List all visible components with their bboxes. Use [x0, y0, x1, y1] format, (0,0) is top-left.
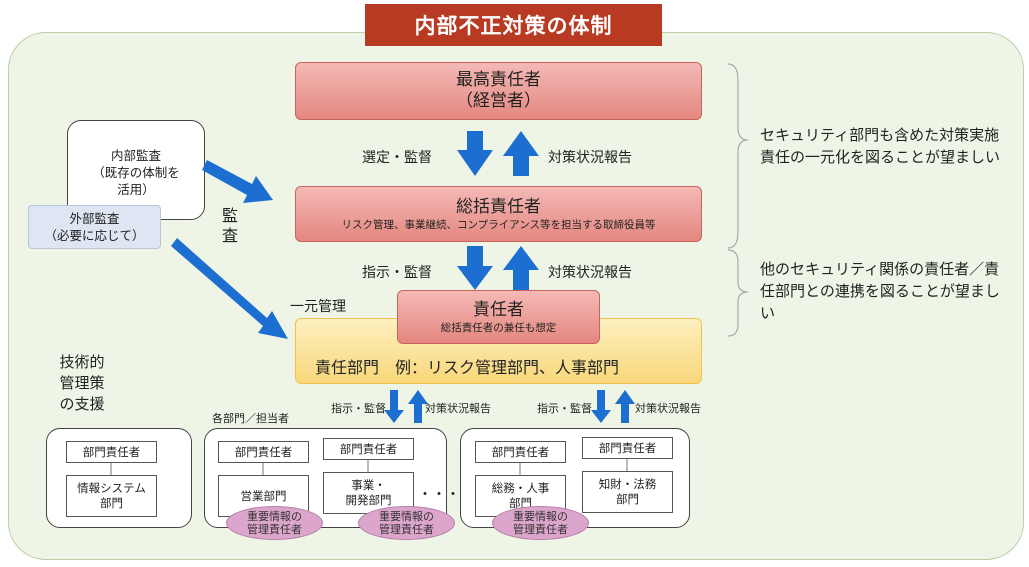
small-up-arrow-left [408, 390, 428, 423]
brace-upper [727, 63, 749, 249]
dept-legal-line2: 部門 [616, 492, 639, 506]
dept-info-system: 情報システム 部門 [66, 475, 157, 517]
responsible-department-label: 責任部門 例：リスク管理部門、人事部門 [315, 358, 620, 377]
general-manager-title: 総括責任者 [456, 196, 541, 217]
audit-label: 監査 [222, 206, 239, 245]
dept-head-sales: 部門責任者 [218, 441, 309, 463]
dept-head-general-affairs: 部門責任者 [475, 441, 566, 463]
top-executive-box: 最高責任者 （経営者） [295, 62, 702, 120]
ellipsis: ・・・ [418, 487, 460, 503]
external-audit-title: 外部監査 [69, 211, 120, 226]
dept-development-line1: 事業・ [351, 478, 386, 492]
oval-1-line2: 管理責任者 [247, 523, 302, 536]
up-arrow-report-middle [503, 246, 539, 290]
responsible-person-box: 責任者 総括責任者の兼任も想定 [397, 290, 600, 344]
dept-development-line2: 開発部門 [345, 493, 392, 507]
dept-info-system-line1: 情報システム [77, 481, 146, 495]
page-title: 内部不正対策の体制 [365, 4, 662, 46]
technical-support-line3: の支援 [59, 395, 105, 413]
each-department-label: 各部門／担当者 [212, 412, 289, 425]
brace-lower [727, 249, 749, 337]
dept-legal-line1: 知財・法務 [598, 477, 657, 491]
external-audit-desc: （必要に応じて） [44, 228, 145, 243]
down-arrow-instruct [457, 246, 493, 290]
top-executive-title: 最高責任者 [456, 70, 541, 90]
dept-head-legal: 部門責任者 [582, 437, 673, 459]
report-label-right: 対策状況報告 [635, 402, 701, 415]
info-manager-oval-1: 重要情報の 管理責任者 [226, 506, 323, 540]
oval-3-line1: 重要情報の [513, 510, 568, 523]
audit-arrow-upper [202, 160, 273, 203]
responsible-person-title: 責任者 [473, 299, 524, 320]
external-audit-box: 外部監査 （必要に応じて） [28, 205, 161, 249]
arrow-group [171, 131, 635, 423]
technical-support-line1: 技術的 [59, 353, 105, 371]
unified-management-label: 一元管理 [290, 299, 346, 315]
info-manager-oval-3: 重要情報の 管理責任者 [492, 506, 589, 540]
internal-audit-title: 内部監査 [110, 148, 161, 163]
oval-2-line2: 管理責任者 [379, 523, 434, 536]
report-label-middle: 対策状況報告 [548, 265, 632, 281]
dept-connectors [110, 459, 628, 475]
select-supervise-label: 選定・監督 [362, 150, 432, 166]
brace-group [727, 63, 749, 337]
general-manager-box: 総括責任者 リスク管理、事業継続、コンプライアンス等を担当する取締役員等 [295, 186, 702, 242]
dept-general-affairs-line1: 総務・人事 [491, 481, 550, 495]
small-down-arrow-left [384, 390, 404, 423]
dept-head-development: 部門責任者 [323, 438, 414, 460]
internal-audit-desc-2: 活用） [117, 182, 155, 197]
info-manager-oval-2: 重要情報の 管理責任者 [358, 506, 455, 540]
down-arrow-select [457, 131, 493, 176]
note-coordination: 他のセキュリティ関係の責任者／責任部門との連携を図ることが望ましい [760, 260, 1000, 322]
small-down-arrow-right [591, 390, 611, 423]
internal-audit-desc-1: （既存の体制を [92, 165, 180, 180]
dept-sales-line1: 営業部門 [240, 488, 287, 503]
responsible-person-desc: 総括責任者の兼任も想定 [440, 321, 557, 334]
dept-head-info-system: 部門責任者 [66, 441, 157, 463]
oval-3-line2: 管理責任者 [513, 523, 568, 536]
oval-1-line1: 重要情報の [247, 510, 302, 523]
dept-info-system-line2: 部門 [100, 496, 123, 510]
instruct-supervise-label: 指示・監督 [362, 265, 432, 281]
dept-legal: 知財・法務 部門 [582, 471, 673, 513]
instruct-label-left: 指示・監督 [331, 402, 386, 415]
oval-2-line1: 重要情報の [379, 510, 434, 523]
up-arrow-report-top [503, 131, 539, 176]
report-label-top: 対策状況報告 [548, 150, 632, 166]
report-label-left: 対策状況報告 [425, 402, 491, 415]
technical-support-line2: 管理策 [59, 374, 105, 392]
internal-audit-box: 内部監査 （既存の体制を 活用） [67, 120, 205, 220]
audit-arrow-lower [171, 238, 288, 339]
note-unification: セキュリティ部門も含めた対策実施責任の一元化を図ることが望ましい [760, 126, 1001, 166]
technical-support-label: 技術的 管理策 の支援 [52, 352, 112, 415]
small-up-arrow-right [615, 390, 635, 423]
general-manager-desc: リスク管理、事業継続、コンプライアンス等を担当する取締役員等 [341, 218, 656, 231]
instruct-label-right: 指示・監督 [537, 402, 592, 415]
top-executive-role: （経営者） [456, 91, 541, 111]
